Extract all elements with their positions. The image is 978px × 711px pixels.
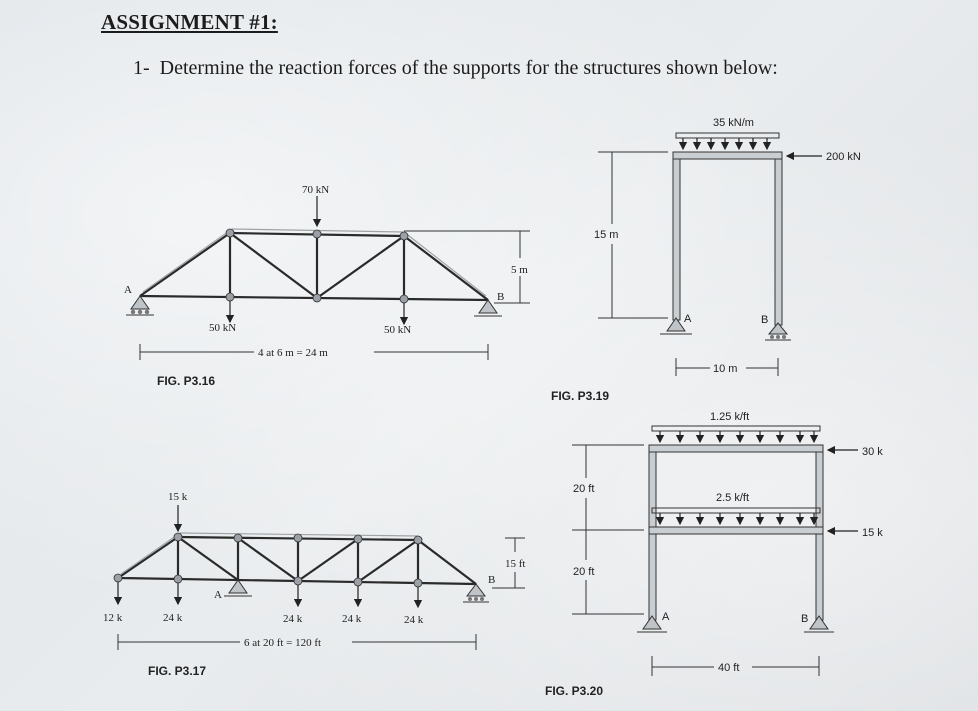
- dist-load-label-p3-19: 35 kN/m: [713, 117, 754, 129]
- support-a-pin-p3-20: [637, 615, 667, 633]
- question-text: Determine the reaction forces of the sup…: [159, 57, 778, 79]
- dist-load-35kn-m: [675, 132, 780, 151]
- truss-p3-17-joints: [113, 532, 423, 588]
- support-a-label-p3-16: A: [124, 284, 132, 296]
- caption-p3-17: FIG. P3.17: [148, 664, 206, 678]
- frame-p3-19-members: [672, 151, 783, 326]
- lateral-load-label-15k: 15 k: [862, 527, 883, 539]
- question-number: 1-: [133, 57, 150, 79]
- load-label-15k: 15 k: [168, 491, 188, 503]
- load-label-50kn-right: 50 kN: [384, 324, 411, 336]
- load-label-24k-1: 24 k: [163, 612, 183, 624]
- truss-p3-16-joints: [225, 228, 409, 304]
- dim-lower-story-p3-20: 20 ft: [573, 566, 594, 578]
- support-b-label-p3-16: B: [497, 291, 504, 303]
- dim-span-p3-20: 40 ft: [718, 662, 739, 674]
- load-label-24k-3: 24 k: [342, 613, 362, 625]
- dim-height-p3-17: 15 ft: [505, 558, 525, 570]
- support-a-pin-p3-17: [224, 579, 252, 597]
- support-b-roller-p3-19: [765, 322, 791, 341]
- support-a-roller-p3-16: [126, 295, 154, 316]
- load-label-70kn: 70 kN: [302, 184, 329, 196]
- lateral-load-label-30k: 30 k: [862, 446, 883, 458]
- dim-upper-story-p3-20: 20 ft: [573, 483, 594, 495]
- caption-p3-19: FIG. P3.19: [551, 389, 609, 403]
- dim-height-p3-19: 15 m: [594, 229, 618, 241]
- dim-span-p3-16: 4 at 6 m = 24 m: [258, 347, 328, 359]
- support-a-pin-p3-19: [660, 317, 692, 335]
- lateral-load-label-200kn: 200 kN: [826, 151, 861, 163]
- question-1: 1- Determine the reaction forces of the s…: [133, 57, 778, 80]
- load-label-24k-2: 24 k: [283, 613, 303, 625]
- figure-p3-17: A B 15 k 12 k 24 k 24 k 24 k 24 k 6 at 2…: [103, 491, 525, 678]
- support-b-label-p3-19: B: [761, 314, 768, 326]
- dim-span-p3-17: 6 at 20 ft = 120 ft: [244, 637, 321, 649]
- assignment-title: ASSIGNMENT #1:: [101, 10, 278, 34]
- frame-p3-20-members: [648, 444, 824, 621]
- support-a-label-p3-19: A: [684, 313, 692, 325]
- load-label-12k: 12 k: [103, 612, 123, 624]
- caption-p3-20: FIG. P3.20: [545, 684, 603, 698]
- support-b-pin-p3-20: [804, 615, 834, 633]
- figure-p3-19: 35 kN/m 200 kN A B 15 m 10 m FIG. P3.19: [551, 117, 861, 403]
- caption-p3-16: FIG. P3.16: [157, 374, 215, 388]
- load-label-24k-4: 24 k: [404, 614, 424, 626]
- support-a-label-p3-17: A: [214, 589, 222, 601]
- load-label-50kn-left: 50 kN: [209, 322, 236, 334]
- dist-load-2-5kft: [651, 507, 821, 526]
- support-b-pin-p3-16: [474, 299, 502, 317]
- dist-load-1-25kft: [651, 425, 821, 444]
- dist-load-label-mid-p3-20: 2.5 k/ft: [716, 492, 749, 504]
- dim-height-p3-16: 5 m: [511, 264, 528, 276]
- support-b-roller-p3-17: [463, 583, 489, 603]
- support-a-label-p3-20: A: [662, 611, 670, 623]
- support-b-label-p3-20: B: [801, 613, 808, 625]
- figure-p3-16: A B 70 kN 50 kN 50 kN 4 at 6 m = 24 m 5 …: [124, 184, 530, 388]
- support-b-label-p3-17: B: [488, 574, 495, 586]
- dim-span-p3-19: 10 m: [713, 363, 737, 375]
- truss-p3-16-members: [139, 228, 489, 302]
- figure-p3-20: 1.25 k/ft 2.5 k/ft 30 k 15 k A: [545, 411, 883, 698]
- dist-load-label-top-p3-20: 1.25 k/ft: [710, 411, 749, 423]
